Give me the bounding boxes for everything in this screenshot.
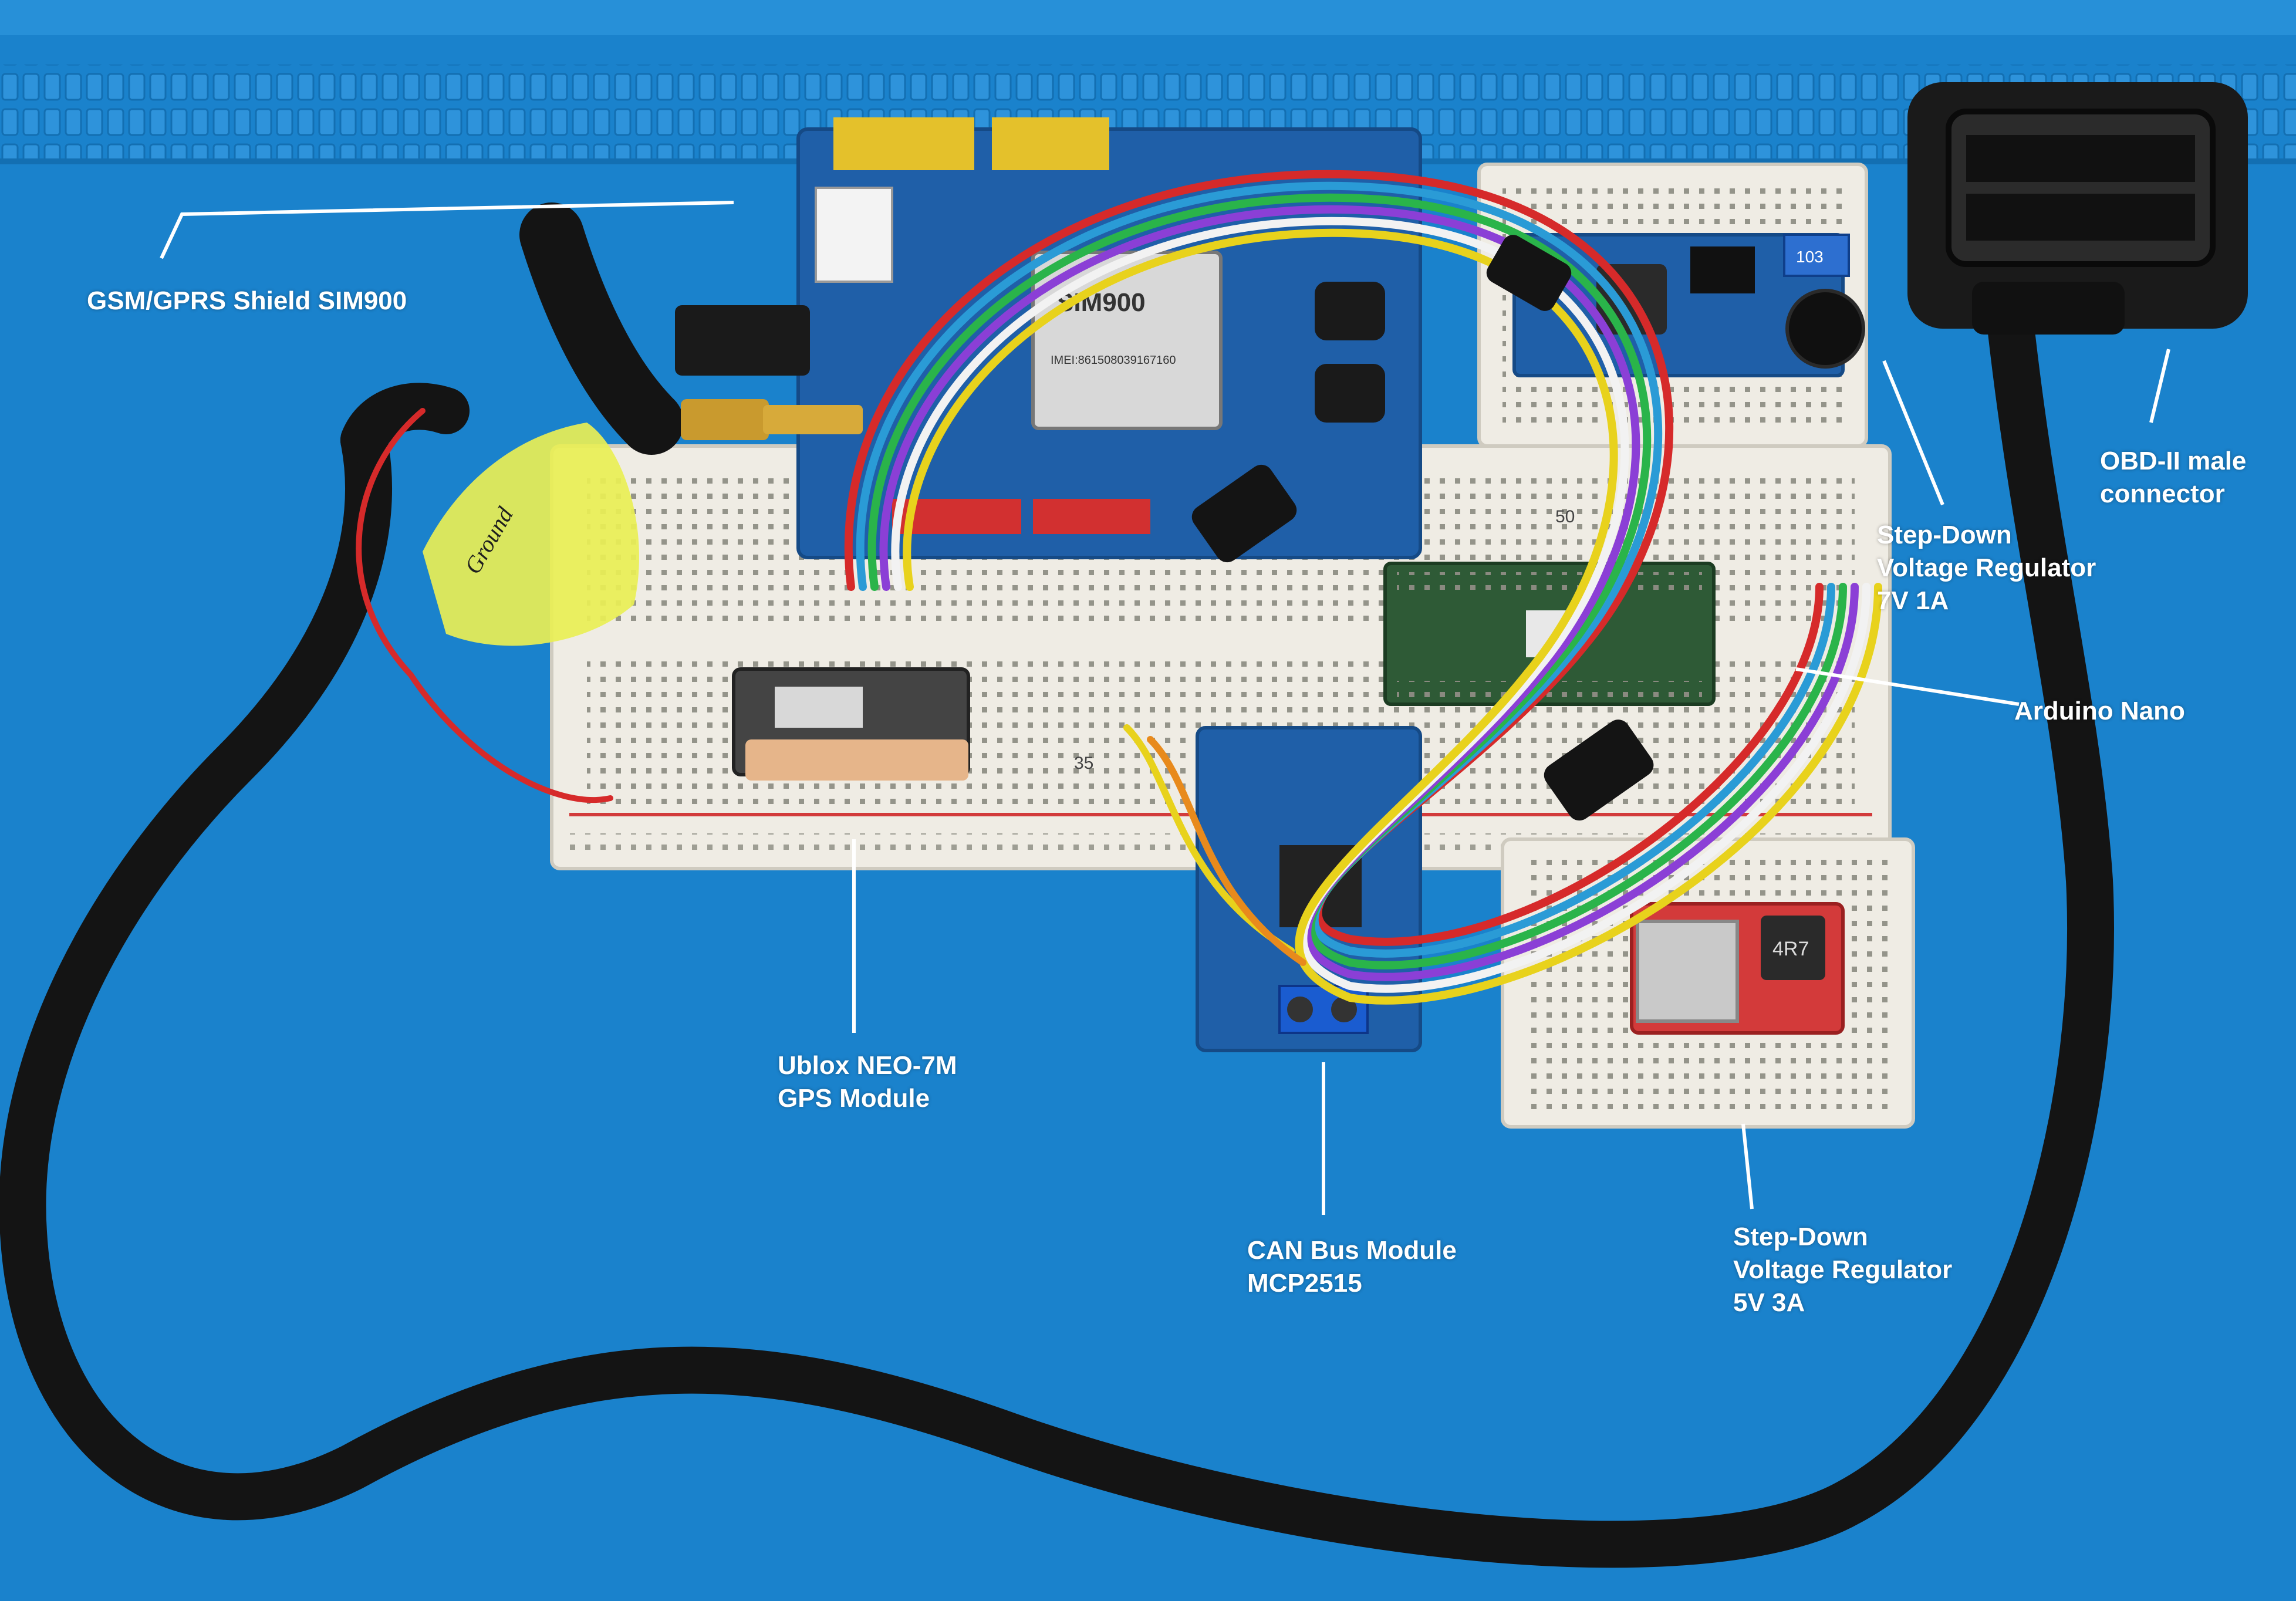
step-down-5v-label: Step-Down Voltage Regulator 5V 3A (1733, 1221, 1952, 1319)
gsm-leader (160, 201, 734, 259)
nano-label-text: Arduino Nano (2014, 697, 2185, 725)
inductor-label: 4R7 (1772, 938, 1809, 960)
obd-cable (0, 270, 2114, 1568)
row-35-label: 35 (1074, 754, 1093, 773)
step-down-7v-label: Step-Down Voltage Regulator 7V 1A (1877, 519, 2096, 617)
gsm-shield-label: GSM/GPRS Shield SIM900 (87, 285, 407, 318)
can-label-line-1: CAN Bus Module (1247, 1236, 1457, 1265)
pot-label: 103 (1796, 248, 1824, 266)
sd7-label-line-1: Step-Down (1877, 521, 2012, 549)
obd-connector-label: OBD-II male connector (2100, 445, 2246, 511)
obd-label-line-1: OBD-II male (2100, 447, 2247, 475)
annotation-leader-lines (160, 201, 2170, 1215)
sticky-note: Ground (423, 423, 639, 646)
gps-module-label: Ublox NEO-7M GPS Module (778, 1049, 957, 1115)
arduino-nano-label: Arduino Nano (2014, 695, 2185, 728)
sd7-label-line-3: 7V 1A (1877, 586, 1949, 615)
row-50-label: 50 (1555, 507, 1575, 526)
sd5-label-line-1: Step-Down (1733, 1222, 1868, 1251)
obd-connector (1907, 82, 2248, 335)
obd-leader (2149, 349, 2170, 423)
step-down-5v-board: 4R7 (1630, 902, 1845, 1035)
sd7-label-line-2: Voltage Regulator (1877, 553, 2096, 582)
obd-label-line-2: connector (2100, 479, 2225, 508)
electrical-tape (1191, 235, 1654, 821)
mat-top-edge (0, 0, 2296, 35)
sd7-leader (1882, 360, 1944, 506)
sd5-leader (1741, 1123, 1754, 1210)
nano-leader (1795, 667, 2020, 706)
can-bus-label: CAN Bus Module MCP2515 (1247, 1234, 1457, 1300)
gsm-shield-label-text: GSM/GPRS Shield SIM900 (87, 286, 407, 315)
gps-label-line-2: GPS Module (778, 1084, 930, 1113)
gsm-antenna (519, 202, 863, 455)
sd5-label-line-3: 5V 3A (1733, 1288, 1805, 1317)
jumper-wire-bundle (356, 170, 1882, 1005)
imei-label: IMEI:861508039167160 (1051, 354, 1176, 367)
sd5-label-line-2: Voltage Regulator (1733, 1255, 1953, 1284)
can-label-line-2: MCP2515 (1247, 1269, 1362, 1298)
gps-module-board (732, 667, 970, 781)
gps-label-line-1: Ublox NEO-7M (778, 1051, 957, 1080)
